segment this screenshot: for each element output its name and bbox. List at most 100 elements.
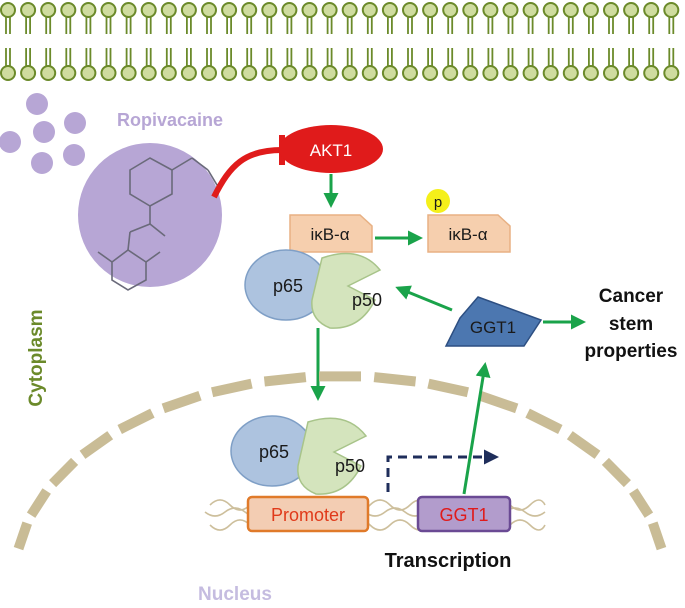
ggt1-protein-node: GGT1 <box>444 296 543 347</box>
lipid-head <box>442 65 459 81</box>
cell-membrane <box>0 2 680 81</box>
lipid-head <box>582 2 599 18</box>
lipid-head <box>180 2 197 18</box>
transcription-arrow <box>386 449 499 492</box>
phosphate-label: p <box>434 194 442 211</box>
lipid-head <box>301 65 318 81</box>
lipid-head <box>140 2 157 18</box>
cytoplasm-label: Cytoplasm <box>26 309 47 406</box>
nuclear-envelope-segment <box>427 378 469 398</box>
lipid-head <box>643 65 660 81</box>
inhibition-arrow <box>211 147 283 199</box>
lipid-head <box>402 65 418 81</box>
lipid-head <box>462 2 479 18</box>
drug-molecule <box>26 93 48 115</box>
lipid-head <box>462 65 479 81</box>
lipid-head <box>361 65 378 81</box>
drug-molecule <box>33 121 55 143</box>
ggt1-gene-box: GGT1 <box>416 495 512 533</box>
lipid-head <box>663 2 680 18</box>
nuclear-envelope-segment <box>161 390 202 414</box>
lipid-head <box>60 2 77 18</box>
ggt1-expression-arrow <box>462 362 491 495</box>
lipid-head <box>120 2 137 18</box>
transcription-label: Transcription <box>385 550 512 572</box>
lipid-head <box>100 2 117 18</box>
nuclear-envelope <box>13 371 667 551</box>
drug-molecule <box>64 112 86 134</box>
lipid-head <box>261 65 278 81</box>
lipid-head <box>522 2 539 18</box>
lipid-head <box>241 2 258 18</box>
drug-molecule <box>31 152 53 174</box>
lipid-head <box>341 65 358 81</box>
lipid-head <box>301 2 318 18</box>
lipid-head <box>0 65 16 81</box>
lipid-head <box>281 65 298 81</box>
ikba-node: iκB-α <box>289 214 373 253</box>
ropivacaine-label: Ropivacaine <box>117 110 223 130</box>
lipid-head <box>422 65 439 81</box>
nuclear-envelope-segment <box>648 521 667 551</box>
ropivacaine-molecules <box>0 93 86 174</box>
nuclear-envelope-segment <box>49 457 79 488</box>
promoter-box: Promoter <box>246 495 370 533</box>
lipid-head <box>201 2 217 18</box>
nuclear-envelope-segment <box>117 408 155 434</box>
lipid-head <box>60 65 77 81</box>
lipid-head <box>542 2 559 18</box>
nuclear-envelope-segment <box>629 488 654 518</box>
lipid-head <box>482 65 499 81</box>
ikba-label: iκB-α <box>310 225 349 244</box>
nuclear-envelope-segment <box>26 488 51 518</box>
lipid-head <box>40 65 57 81</box>
lipid-head <box>20 65 37 81</box>
lipid-head <box>321 2 338 18</box>
lipid-head <box>80 65 97 81</box>
lipid-head <box>120 65 137 81</box>
lipid-head <box>542 65 559 81</box>
lipid-head <box>201 65 217 81</box>
lipid-head <box>281 2 298 18</box>
cancer-stem-properties-label: Cancer stem properties <box>585 286 678 362</box>
lipid-head <box>80 2 97 18</box>
nuclear-envelope-segment <box>525 408 563 434</box>
nuclear-envelope-segment <box>373 372 417 387</box>
lipid-head <box>562 2 579 18</box>
lipid-head <box>482 2 499 18</box>
lipid-head <box>562 65 579 81</box>
cancer-stem-line-2: stem <box>609 314 653 335</box>
lipid-head <box>381 2 398 18</box>
lipid-head <box>221 2 238 18</box>
nuclear-envelope-segment <box>478 390 519 414</box>
ikba-phospho-node: iκB-α p <box>426 189 511 253</box>
lipid-head <box>643 2 660 18</box>
ropivacaine-structure <box>78 143 222 291</box>
drug-molecule <box>63 144 85 166</box>
nucleus-label: Nucleus <box>198 584 272 603</box>
lipid-head <box>0 2 16 18</box>
p65-cyto-label: p65 <box>273 276 303 296</box>
lipid-head <box>663 65 680 81</box>
lipid-head <box>361 2 378 18</box>
lipid-head <box>40 2 57 18</box>
akt1-node: AKT1 <box>279 125 383 173</box>
ggt1-gene-label: GGT1 <box>439 505 488 525</box>
nuclear-envelope-segment <box>263 372 307 387</box>
ggt1-protein-label: GGT1 <box>470 318 516 337</box>
nuclear-envelope-segment <box>566 431 601 459</box>
lipid-head <box>502 2 519 18</box>
lipid-head <box>422 2 439 18</box>
nuclear-envelope-segment <box>13 521 32 551</box>
lipid-head <box>603 2 619 18</box>
lipid-head <box>160 65 177 81</box>
p50-cyto-shape <box>311 252 382 329</box>
lipid-head <box>502 65 519 81</box>
akt1-label: AKT1 <box>310 141 353 160</box>
lipid-head <box>221 65 238 81</box>
lipid-head <box>522 65 539 81</box>
promoter-label: Promoter <box>271 505 345 525</box>
ggt1-to-nfkb-arrow <box>395 285 453 312</box>
